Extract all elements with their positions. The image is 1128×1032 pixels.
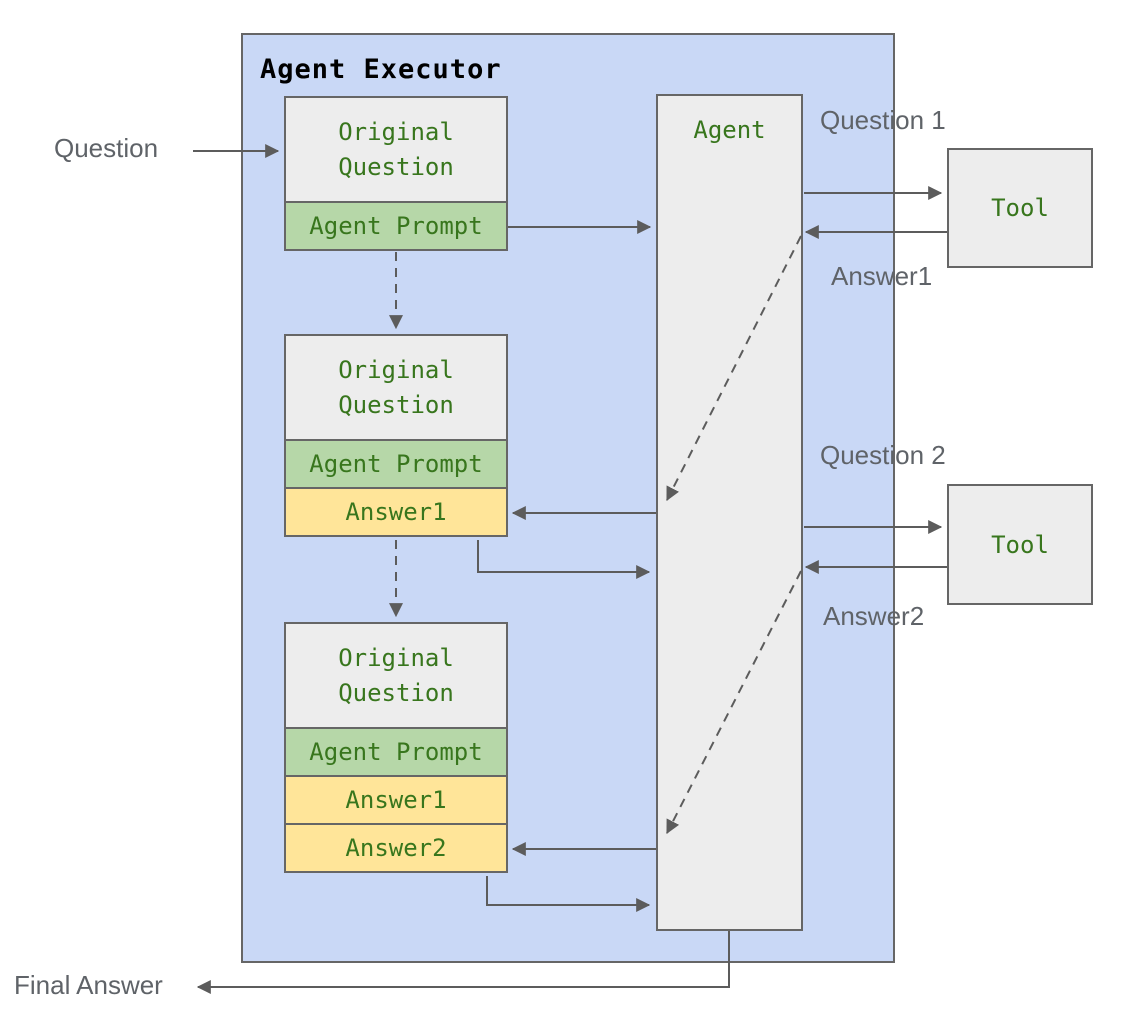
context-stack-1: Original Question Agent Prompt: [284, 96, 508, 251]
diagram-title: Agent Executor: [260, 54, 502, 85]
agent-prompt-box: Agent Prompt: [284, 439, 508, 489]
label-question-1: Question 1: [820, 105, 946, 135]
original-question-box: Original Question: [284, 96, 508, 203]
tool-box-2: Tool: [947, 484, 1093, 605]
label-answer-1: Answer1: [831, 261, 933, 291]
original-question-box: Original Question: [284, 334, 508, 441]
agent-box: Agent: [656, 94, 803, 931]
answer1-box: Answer1: [284, 775, 508, 825]
answer2-box: Answer2: [284, 823, 508, 873]
answer1-box: Answer1: [284, 487, 508, 537]
tool-box-1: Tool: [947, 148, 1093, 268]
label-final-answer: Final Answer: [14, 970, 163, 1000]
label-question-in: Question: [54, 133, 159, 163]
agent-prompt-box: Agent Prompt: [284, 201, 508, 251]
original-question-box: Original Question: [284, 622, 508, 729]
label-answer-2: Answer2: [823, 601, 925, 631]
agent-label: Agent: [693, 116, 766, 144]
agent-prompt-box: Agent Prompt: [284, 727, 508, 777]
context-stack-3: Original Question Agent Prompt Answer1 A…: [284, 622, 508, 873]
label-question-2: Question 2: [820, 440, 946, 470]
context-stack-2: Original Question Agent Prompt Answer1: [284, 334, 508, 537]
